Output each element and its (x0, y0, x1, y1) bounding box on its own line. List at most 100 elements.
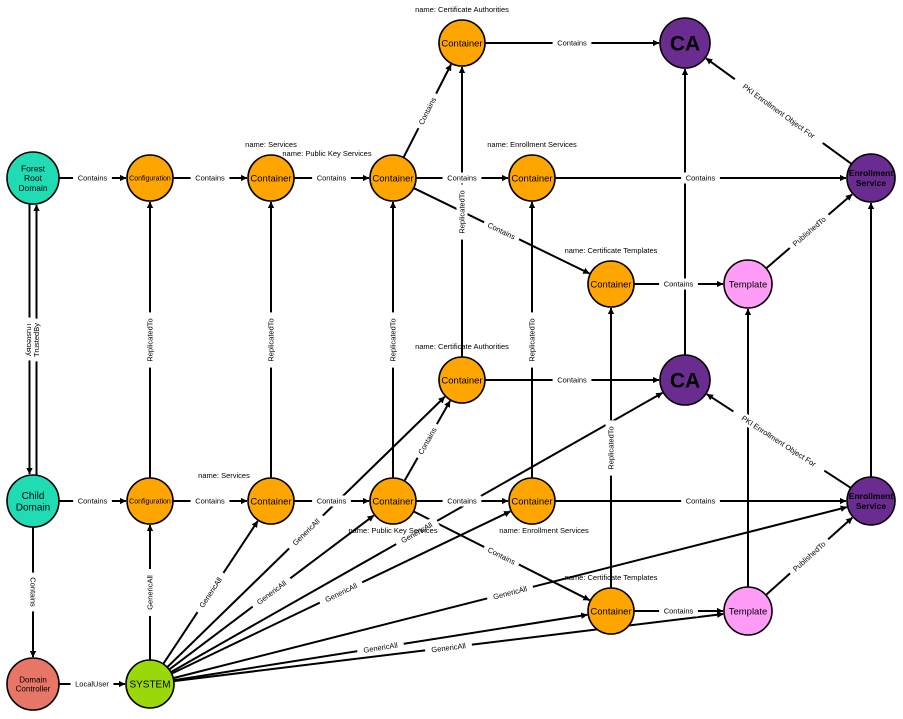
edge-label: Contains (681, 495, 720, 507)
edge-label: Contains (412, 421, 442, 461)
edge-label-text: ReplicatedTo (267, 318, 276, 361)
node-label: Container (590, 279, 631, 290)
node-circle (846, 476, 896, 526)
node-circle (125, 659, 175, 709)
edge-label: PKI Enrollment Object For (730, 406, 828, 476)
node-ct1[interactable]: Container (587, 260, 635, 308)
node-name-caption: name: Certificate Templates (565, 246, 658, 255)
edge-label: GenericAll (485, 581, 535, 604)
node-label: Container (372, 496, 413, 507)
node-label: SYSTEM (129, 680, 170, 691)
node-circle (438, 356, 486, 404)
edge-label: ReplicatedTo (265, 312, 277, 368)
edge-label-text: Contains (664, 280, 694, 289)
edge-label-text: Contains (317, 497, 347, 506)
edge-label: Contains (681, 172, 720, 184)
node-ca1[interactable]: CA (659, 17, 711, 69)
node-circle (6, 474, 60, 528)
edge-label: Contains (442, 495, 482, 507)
node-label: Template (729, 279, 768, 290)
edge-label: GenericAll (192, 569, 229, 616)
node-system[interactable]: SYSTEM (125, 659, 175, 709)
node-circle (247, 477, 295, 525)
edge-label-text: TrustedBy (32, 323, 41, 357)
node-name-caption: name: Services (245, 140, 297, 149)
node-circle (369, 154, 417, 202)
node-cfg1[interactable]: Configuration (126, 154, 174, 202)
node-label: Configuration (129, 499, 171, 506)
node-circle (126, 154, 174, 202)
node-label: Container (250, 173, 291, 184)
node-es1[interactable]: Container (508, 154, 556, 202)
node-ct2[interactable]: Container (587, 587, 635, 635)
edge-label: PublishedTo (786, 535, 832, 578)
edge-label: PublishedTo (786, 210, 833, 253)
edge-label-text: GenericAll (492, 584, 528, 601)
node-circle (508, 154, 556, 202)
node-label: CA (670, 33, 700, 56)
edge-label: Contains (73, 495, 112, 507)
node-circle (723, 259, 773, 309)
node-ca2[interactable]: CA (659, 354, 711, 406)
edge-label-text: PublishedTo (791, 215, 828, 249)
node-name-caption: name: Public Key Services (348, 526, 437, 535)
node-pks1[interactable]: Container (369, 154, 417, 202)
node-name-caption: name: Enrollment Services (487, 140, 577, 149)
node-cfg2[interactable]: Configuration (126, 477, 174, 525)
node-circle (247, 154, 295, 202)
edge-label: GenericAll (317, 577, 365, 608)
node-label: Container (590, 606, 631, 617)
edge-label: Contains (413, 91, 441, 131)
node-cas2[interactable]: Container (438, 356, 486, 404)
node-svc1[interactable]: Container (247, 154, 295, 202)
edge-label-text: Contains (557, 376, 587, 385)
edge-label-text: LocalUser (75, 680, 109, 689)
edge-label: ReplicatedTo (456, 184, 468, 240)
edge-label-text: Contains (664, 607, 694, 616)
node-name-caption: name: Certificate Authorities (415, 5, 509, 14)
edge-label: TrustedBy (31, 318, 42, 362)
node-circle (587, 260, 635, 308)
edge-label-text: Contains (195, 497, 225, 506)
edge-label-text: GenericAll (324, 581, 359, 604)
edge-label-text: ReplicatedTo (146, 318, 155, 361)
edge-label: Contains (659, 278, 698, 290)
node-name-caption: name: Certificate Authorities (415, 342, 509, 351)
node-es2[interactable]: Container (508, 477, 556, 525)
node-name-caption: name: Public Key Services (282, 149, 371, 158)
edge-label-text: Contains (28, 577, 37, 607)
node-circle (6, 657, 60, 711)
node-tpl1[interactable]: Template (723, 259, 773, 309)
edge-label: GenericAll (285, 511, 327, 553)
edge-label-text: Contains (447, 497, 477, 506)
edge-label-text: ReplicatedTo (458, 190, 467, 233)
edge-label: ReplicatedTo (605, 420, 617, 476)
edge-label-text: PKI Enrollment Object For (741, 82, 817, 141)
edge-label: Contains (481, 217, 522, 245)
node-name-caption: name: Certificate Templates (565, 573, 658, 582)
edge-label: Contains (442, 172, 482, 184)
node-circle (126, 477, 174, 525)
edge-label-text: ReplicatedTo (607, 426, 616, 469)
edge-label: Contains (312, 495, 351, 507)
node-circle (508, 477, 556, 525)
node-cas1[interactable]: Container (438, 19, 486, 67)
node-circle (438, 19, 486, 67)
edge-label: Contains (190, 172, 230, 184)
node-pks2[interactable]: Container (369, 477, 417, 525)
edge-label: Contains (552, 374, 592, 386)
node-label: Configuration (129, 176, 171, 183)
node-svc2[interactable]: Container (247, 477, 295, 525)
edge-label-text: Contains (686, 174, 716, 183)
node-tpl2[interactable]: Template (723, 586, 773, 636)
